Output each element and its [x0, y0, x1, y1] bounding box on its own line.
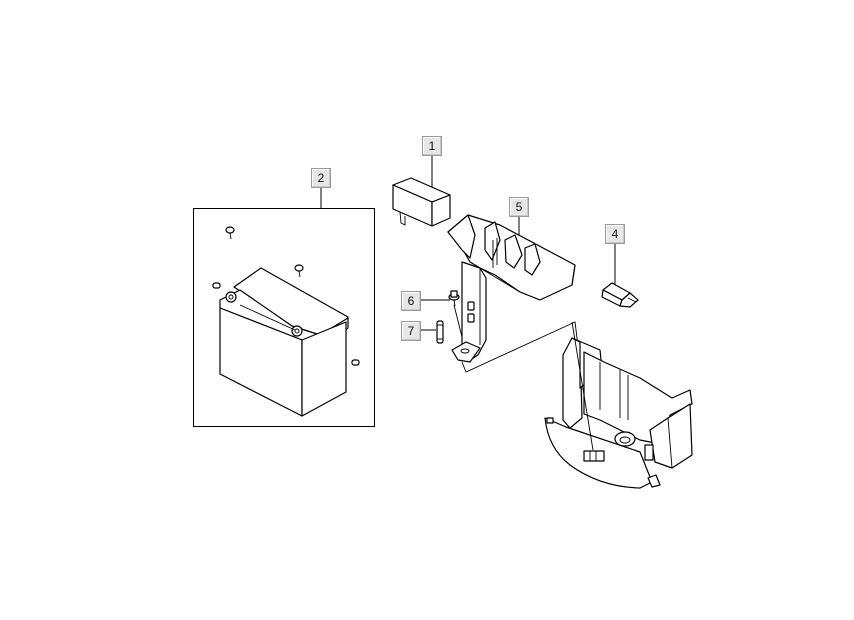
relay-connector[interactable] [601, 282, 639, 308]
callout-2[interactable]: 2 [311, 168, 331, 188]
leader-lines [320, 155, 616, 346]
callout-7[interactable]: 7 [401, 321, 421, 341]
callout-1[interactable]: 1 [422, 136, 442, 156]
bolt[interactable] [448, 290, 460, 307]
callout-6[interactable]: 6 [401, 291, 421, 311]
callout-4[interactable]: 4 [605, 224, 625, 244]
battery-tray[interactable] [544, 321, 693, 489]
battery-kit-frame [193, 208, 375, 427]
battery[interactable] [219, 267, 349, 417]
battery-terminal-cover[interactable] [392, 177, 451, 227]
terminal-bolt[interactable] [225, 226, 235, 240]
terminal-nut[interactable] [351, 359, 360, 366]
terminal-bolt[interactable] [294, 264, 304, 278]
battery-bracket-stand[interactable] [447, 214, 579, 373]
callout-5[interactable]: 5 [509, 197, 529, 217]
fuse[interactable] [436, 320, 444, 344]
terminal-nut[interactable] [212, 282, 221, 289]
